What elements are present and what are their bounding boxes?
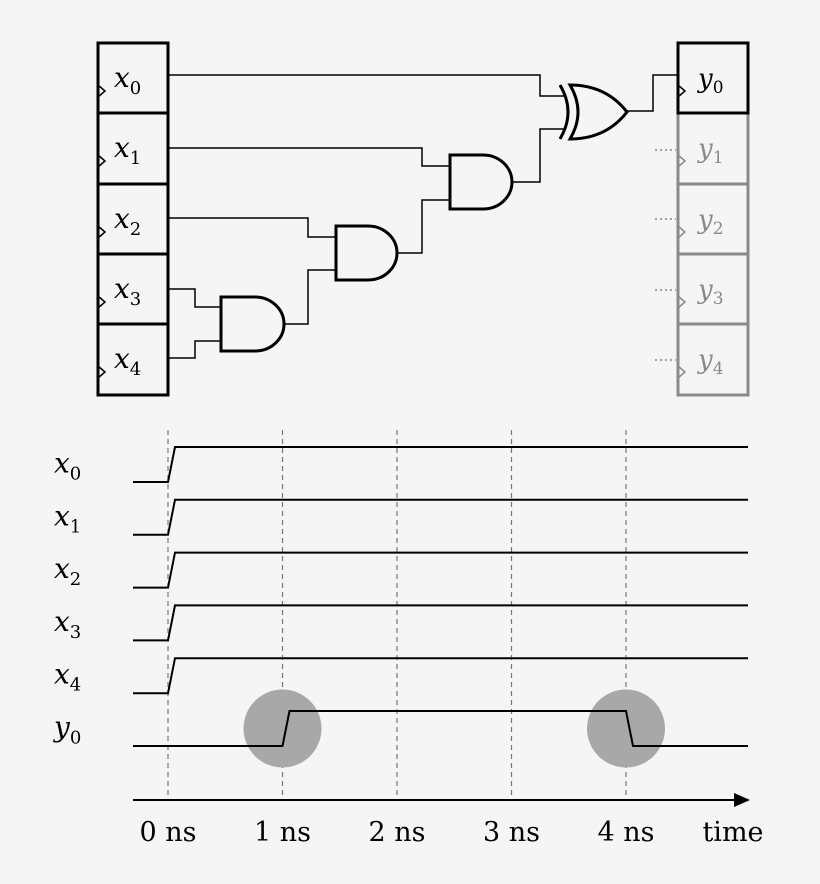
wire-and3-out: [512, 128, 566, 183]
output-label-y3: y: [697, 275, 713, 305]
time-tick-label: 1 ns: [254, 817, 311, 848]
wire-xor-out: [627, 74, 678, 112]
signal-label-x3: x3: [54, 605, 81, 643]
transition-highlight: [243, 689, 322, 768]
input-label-x0: x: [114, 61, 130, 94]
output-label-y4: y: [697, 345, 713, 375]
signal-label-x2: x2: [54, 552, 81, 590]
time-tick-label: 3 ns: [483, 817, 540, 848]
input-clock-markers: [97, 84, 107, 379]
xor-gate-1: [558, 83, 629, 141]
svg-text:x1: x1: [114, 131, 141, 169]
input-label-x3: x: [114, 272, 130, 305]
timing-signal-labels: x0 x1 x2 x3 x4 y0: [52, 447, 81, 749]
time-tick-label: 4 ns: [597, 817, 654, 848]
input-labels: x0 x1 x2 x3 x4: [114, 61, 141, 380]
time-axis-arrow: [734, 793, 750, 807]
waveform-x2: [133, 551, 748, 589]
svg-text:y0: y0: [697, 64, 724, 98]
signal-label-x0: x0: [54, 447, 81, 485]
wire-x4: [168, 340, 221, 359]
time-tick-label: 0 ns: [139, 817, 196, 848]
wire-x2: [168, 217, 336, 238]
signal-label-x4: x4: [54, 658, 81, 696]
wire-and1-out: [284, 269, 336, 325]
svg-text:x4: x4: [114, 342, 141, 380]
time-axis-label: time: [702, 817, 763, 848]
and-gate-2: [334, 224, 399, 282]
input-label-x2: x: [114, 202, 130, 235]
svg-text:y1: y1: [697, 134, 724, 168]
wire-and2-out: [397, 199, 450, 254]
waveform-x3: [133, 604, 748, 642]
wire-x0: [168, 74, 566, 97]
timing-highlights: [243, 689, 665, 768]
svg-text:y3: y3: [697, 275, 724, 309]
svg-text:x0: x0: [114, 61, 141, 99]
waveform-x0: [133, 446, 748, 483]
timing-grid: [167, 430, 627, 800]
input-label-x1: x: [114, 131, 130, 164]
wires: [168, 74, 678, 359]
svg-text:x2: x2: [114, 202, 141, 240]
signal-label-y0: y0: [52, 711, 81, 749]
waveform-x1: [133, 498, 748, 536]
input-register: [96, 41, 170, 397]
input-label-x4: x: [114, 342, 130, 375]
output-label-y1: y: [697, 134, 713, 164]
and-gate-3: [448, 153, 514, 211]
output-clock-markers: [677, 84, 687, 379]
wire-x3: [168, 288, 221, 308]
output-label-y2: y: [697, 205, 713, 235]
transition-highlight: [587, 689, 665, 768]
svg-text:y2: y2: [697, 205, 724, 239]
wire-x1: [168, 147, 450, 167]
waveform-y0: [133, 710, 748, 747]
and-gate-1: [219, 295, 286, 353]
svg-text:y4: y4: [697, 345, 724, 379]
time-axis-ticks: 0 ns 1 ns 2 ns 3 ns 4 ns: [139, 817, 654, 848]
signal-label-x1: x1: [54, 499, 81, 537]
output-cell-y0: [676, 41, 750, 115]
svg-text:x3: x3: [114, 272, 141, 310]
time-tick-label: 2 ns: [368, 817, 425, 848]
gates: [219, 83, 629, 353]
output-labels: y0 y1 y2 y3 y4: [697, 64, 724, 379]
output-dotted-leads: [655, 149, 676, 361]
waveform-x4: [133, 657, 748, 695]
time-axis: [133, 793, 750, 807]
output-label-y0: y: [697, 64, 713, 94]
timing-waveforms: [133, 446, 748, 747]
